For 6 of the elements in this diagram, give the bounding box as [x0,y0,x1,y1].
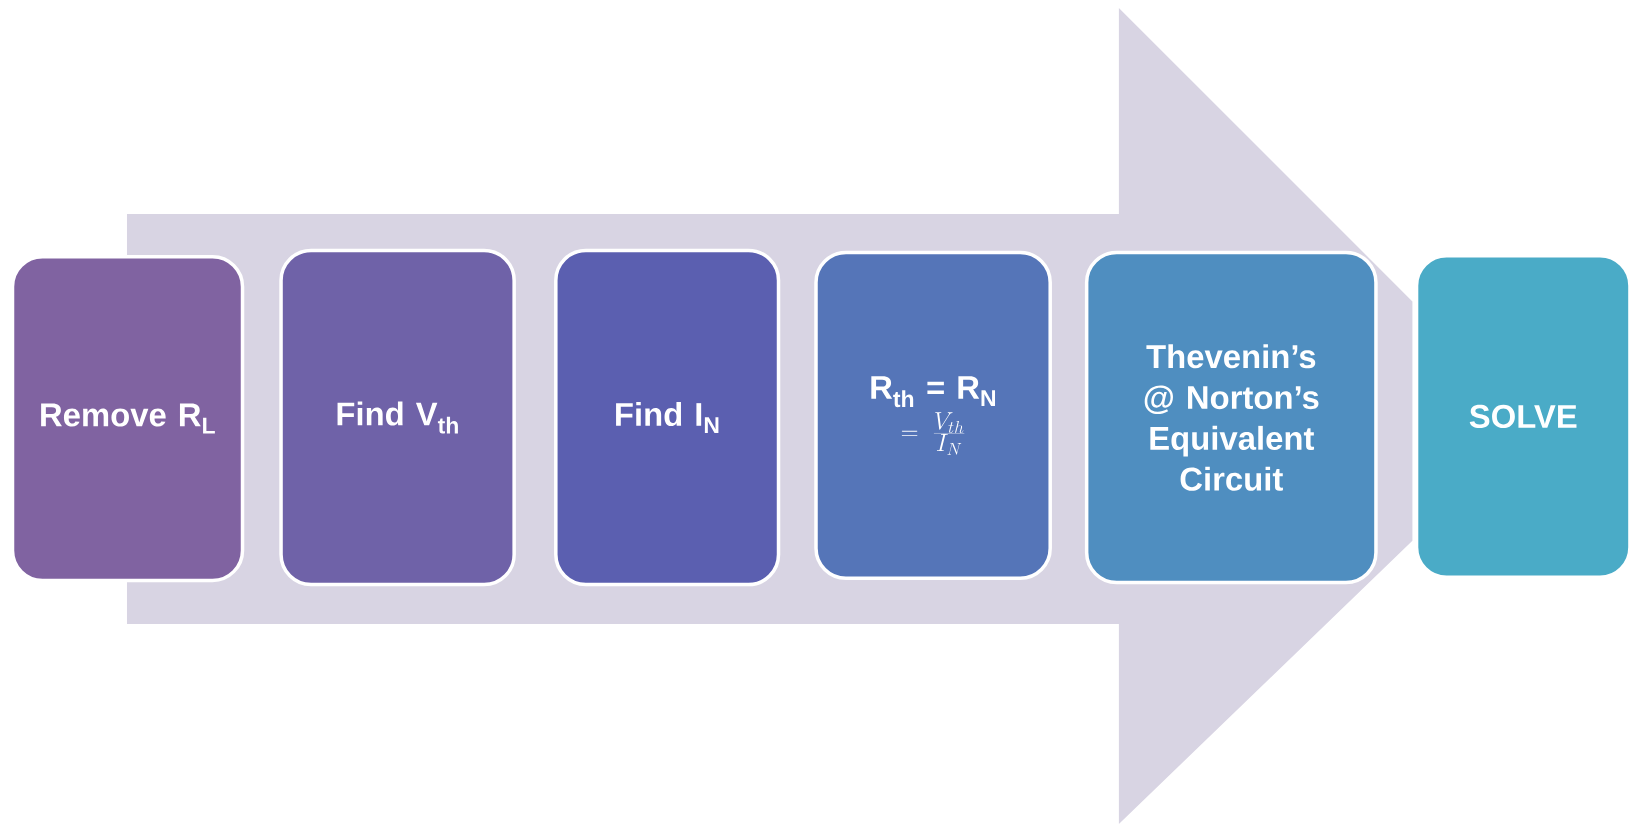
step-box: Remove R$_{L}$ [10,254,245,583]
step-box: R$_{th}$ = R$_{N}$ $=\frac{V_{th}}{I_{N}}$ [814,250,1052,581]
step-box: Find I$_{N}$ [554,248,781,587]
step-box: Thevenin’s @ Norton’s Equivalent Circuit [1084,250,1378,585]
step-box: Find V$_{th}$ [279,248,516,587]
step-box: SOLVE [1414,253,1632,580]
